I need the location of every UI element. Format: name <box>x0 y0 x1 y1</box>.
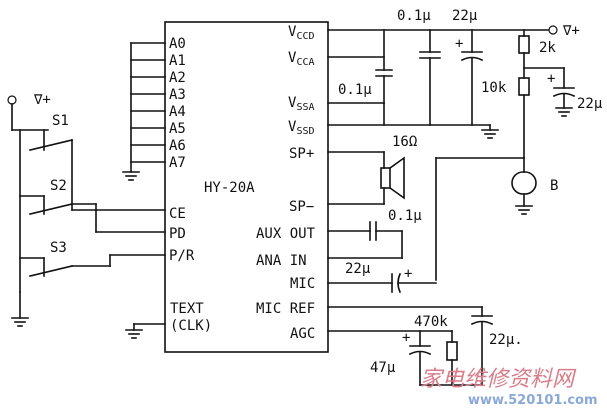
label-s3: S3 <box>50 240 67 256</box>
pin-ce: CE <box>169 206 186 222</box>
pin-agc: AGC <box>290 326 315 342</box>
label-c-bias: 22μ <box>577 96 603 112</box>
pin-a7: A7 <box>169 155 186 171</box>
pin-ana-in: ANA IN <box>256 253 307 269</box>
label-c-mid: 0.1μ <box>338 82 372 98</box>
label-c-ref: 22μ. <box>489 332 523 348</box>
label-vplus-left: ∇+ <box>33 92 51 108</box>
label-c-top-b: 22μ <box>452 8 478 24</box>
pin-vcca: VCCA <box>288 50 315 68</box>
svg-text:+: + <box>455 36 463 52</box>
label-c-aux: 0.1μ <box>388 208 422 224</box>
pin-sp-minus: SP− <box>289 199 314 215</box>
power-pins: VCCD VCCA VSSA VSSD <box>288 24 315 137</box>
speaker-icon <box>327 151 405 205</box>
pin-vccd: VCCD <box>288 24 315 42</box>
svg-text:+: + <box>402 330 410 346</box>
pin-a6: A6 <box>169 138 186 154</box>
label-vplus-right: ∇+ <box>562 23 580 39</box>
watermark-cn: 家电维修资料网 <box>420 367 577 392</box>
pin-pd: PD <box>169 226 186 242</box>
pin-text: TEXT <box>170 301 204 317</box>
svg-text:+: + <box>547 71 555 87</box>
label-r-agc: 470k <box>414 314 448 330</box>
pin-a0: A0 <box>169 36 186 52</box>
agc-network: + <box>327 306 494 386</box>
switch-network <box>7 95 166 327</box>
pin-vssa: VSSA <box>288 95 315 113</box>
pin-mic-ref: MIC REF <box>256 301 315 317</box>
pin-sp-plus: SP+ <box>289 146 314 162</box>
ic-name: HY-20A <box>204 180 255 196</box>
mic-bias-network: + <box>435 29 576 281</box>
pin-vssd: VSSD <box>288 119 315 137</box>
mic-coupling: + <box>327 266 437 294</box>
svg-text:+: + <box>404 266 412 282</box>
address-bus <box>122 42 166 181</box>
pin-pr: P/R <box>169 248 195 264</box>
aux-coupling <box>327 221 403 259</box>
pin-clk: (CLK) <box>170 318 212 334</box>
label-s1: S1 <box>52 113 69 129</box>
address-pin-labels: A0 A1 A2 A3 A4 A5 A6 A7 <box>169 36 186 171</box>
ic-body <box>164 21 329 353</box>
label-speaker: 16Ω <box>392 134 417 150</box>
label-c-mic: 22μ <box>345 261 371 277</box>
power-rail: + <box>327 25 558 139</box>
pin-a5: A5 <box>169 121 186 137</box>
label-s2: S2 <box>50 178 67 194</box>
pin-a2: A2 <box>169 70 186 86</box>
pin-a1: A1 <box>169 53 186 69</box>
text-pin-ground <box>125 323 166 339</box>
pin-a3: A3 <box>169 87 186 103</box>
label-c-top-a: 0.1μ <box>397 8 431 24</box>
pin-a4: A4 <box>169 104 186 120</box>
pin-mic: MIC <box>290 276 315 292</box>
label-mic-b: B <box>550 178 558 194</box>
label-c-agc: 47μ <box>370 360 396 376</box>
label-r-2k: 2k <box>539 40 556 56</box>
label-r-10k: 10k <box>481 80 507 96</box>
watermark-url: www.520101.com <box>468 393 598 408</box>
pin-aux-out: AUX OUT <box>256 226 316 242</box>
